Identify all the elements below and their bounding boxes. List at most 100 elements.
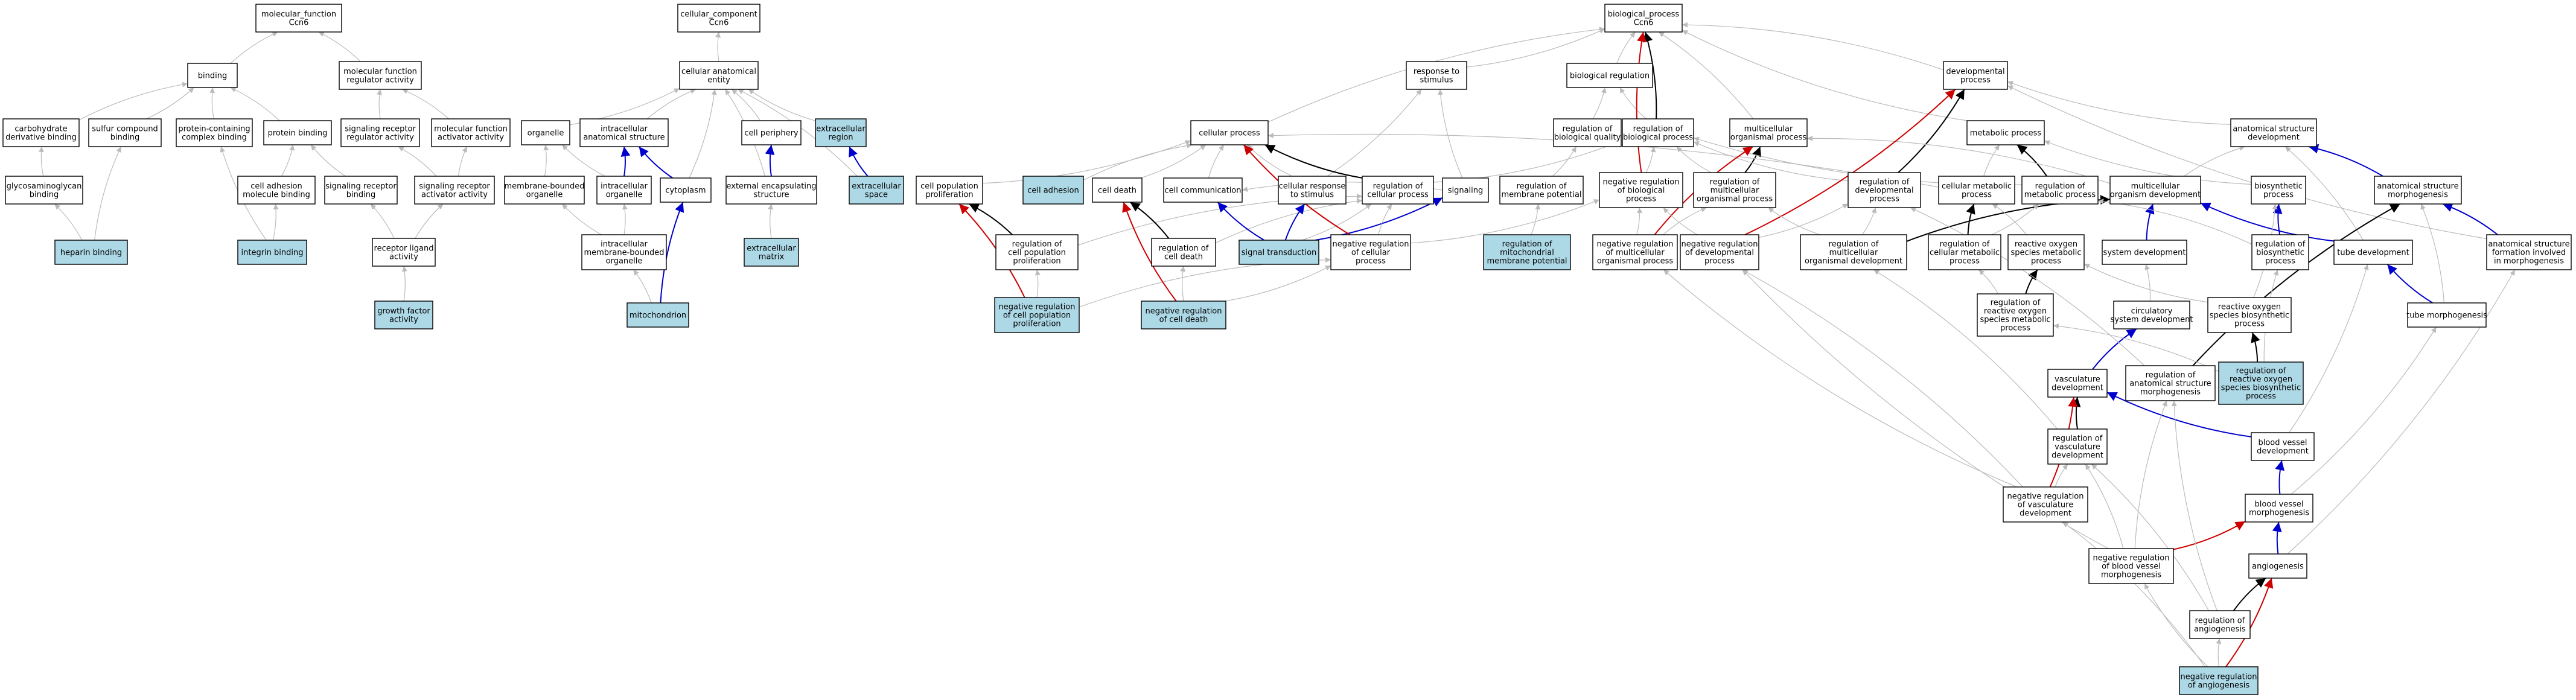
go-term-node-signaling[interactable]: signaling: [1442, 177, 1489, 203]
go-term-node-cellproc[interactable]: cellular process: [1190, 120, 1269, 145]
go-term-node-cellcomm[interactable]: cell communication: [1163, 177, 1243, 203]
go-term-node-organelle[interactable]: organelle: [521, 120, 570, 145]
go-term-node-angio[interactable]: angiogenesis: [2248, 553, 2307, 579]
node-box: [1599, 172, 1683, 208]
go-term-node-integrin[interactable]: integrin binding: [237, 240, 307, 265]
node-box: [1943, 61, 2008, 90]
go-term-node-heparin[interactable]: heparin binding: [54, 240, 128, 265]
go-term-node-tubedev[interactable]: tube development: [2333, 240, 2413, 265]
node-box: [374, 301, 433, 329]
go-term-node-celladh[interactable]: cell adhesion: [1022, 176, 1084, 205]
edge-is-a-nrdp-to-nrbp: [1663, 207, 1698, 235]
edge-is-a-mop-to-bp: [1658, 31, 1754, 119]
edge-is-a-nrvd-to-nrdp: [1742, 269, 2023, 488]
go-term-node-protb[interactable]: protein binding: [263, 120, 332, 145]
go-term-node-sigtrans[interactable]: signal transduction: [1239, 240, 1319, 265]
go-term-node-cellper[interactable]: cell periphery: [741, 120, 802, 145]
edge-is-a-celladh-to-cellproc: [1083, 142, 1193, 181]
go-term-node-celldeath[interactable]: cell death: [1092, 177, 1143, 203]
go-term-node-tubemorph[interactable]: tube morphogenesis: [2406, 302, 2487, 328]
go-term-node-mito[interactable]: mitochondrion: [626, 302, 689, 328]
node-label: integrin binding: [241, 249, 304, 258]
node-box: [1977, 293, 2054, 337]
go-term-node-metproc[interactable]: metabolic process: [1966, 120, 2045, 145]
go-term-node-binding[interactable]: binding: [187, 63, 238, 88]
edge-is-a-rmmp-to-rmp: [1531, 203, 1541, 235]
node-box: [431, 118, 511, 147]
go-term-node-cytoplasm[interactable]: cytoplasm: [660, 177, 712, 203]
go-term-node-sysdev[interactable]: system development: [2102, 240, 2187, 265]
go-term-node-biolreg[interactable]: biological regulation: [1566, 63, 1653, 88]
